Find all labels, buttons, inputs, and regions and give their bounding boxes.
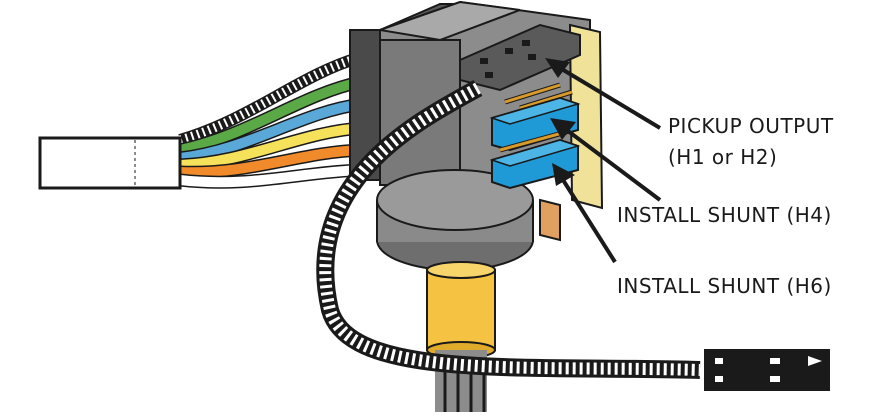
output-cable	[316, 80, 701, 379]
header-pins	[504, 82, 573, 111]
pin-one-triangle-icon	[808, 356, 822, 366]
arrow-right-icon	[556, 170, 617, 264]
label-install-shunt-h4: INSTALL SHUNT (H4)	[617, 203, 832, 227]
shunt-h6	[489, 138, 581, 190]
right-plug-connector	[704, 349, 830, 391]
callout-arrows	[545, 58, 662, 264]
pot-shaft	[426, 261, 496, 412]
header-pins-lower	[499, 129, 567, 153]
shunt-h4	[489, 96, 581, 152]
label-pickup-output: PICKUP OUTPUT	[668, 114, 834, 138]
wire-bundle	[178, 52, 363, 189]
label-install-shunt-h6: INSTALL SHUNT (H6)	[617, 274, 832, 298]
arrow-right-icon	[553, 63, 662, 130]
label-pickup-output-sub: (H1 or H2)	[668, 145, 778, 169]
arrow-right-icon	[558, 123, 662, 202]
left-plug-connector	[38, 136, 182, 190]
pickup-output-header	[459, 23, 581, 92]
